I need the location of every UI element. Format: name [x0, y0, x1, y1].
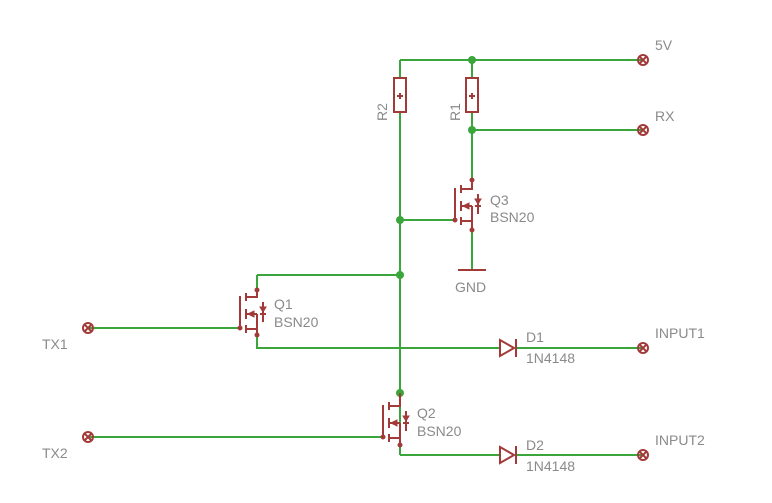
pin-dot [254, 287, 260, 293]
resistor-plus-icon [469, 93, 475, 99]
pad-cross-icon [83, 432, 93, 442]
pad-cross-icon [83, 323, 93, 333]
diode-d2[interactable]: D2 1N4148 [499, 437, 575, 474]
pad-cross-icon [638, 55, 648, 65]
diode-d2-triangle-icon [499, 445, 517, 465]
mosfet-q1[interactable]: Q1 BSN20 [237, 287, 319, 338]
mosfet-diode-triangle-icon [474, 198, 482, 205]
mosfet-arrow-icon [461, 202, 470, 210]
junction-dot [468, 56, 476, 64]
resistor-r2-label: R2 [374, 103, 390, 121]
ground-label: GND [455, 279, 486, 295]
pad-icon [637, 449, 649, 461]
connector-input1[interactable]: INPUT1 [637, 325, 705, 354]
mosfet-arrow-icon [389, 419, 398, 427]
connector-5v-label: 5V [655, 37, 673, 53]
junction-dot [468, 126, 476, 134]
connector-5v[interactable]: 5V [637, 37, 673, 66]
pad-icon [637, 54, 649, 66]
connector-rx-label: RX [655, 108, 675, 124]
mosfet-diode-triangle-icon [259, 306, 267, 313]
mosfet-q1-value: BSN20 [274, 314, 319, 330]
pad-icon [637, 124, 649, 136]
mosfet-diode-triangle-icon [402, 415, 410, 422]
mosfet-q3[interactable]: Q3 BSN20 [452, 177, 535, 233]
connector-rx[interactable]: RX [637, 108, 675, 136]
resistor-plus-icon [397, 93, 403, 99]
wires [88, 59, 643, 456]
resistor-r2-body [393, 77, 407, 113]
mosfet-q2-name: Q2 [417, 405, 436, 421]
pad-cross-icon [638, 125, 648, 135]
pin-dot [254, 332, 260, 338]
mosfet-q1-name: Q1 [274, 296, 293, 312]
resistor-r1-body [465, 77, 479, 113]
pad-cross-icon [638, 343, 648, 353]
diode-d1[interactable]: D1 1N4148 [499, 329, 575, 366]
pin-dot [469, 227, 475, 233]
diode-d1-triangle-icon [499, 338, 517, 358]
ground-symbol: GND [455, 269, 486, 295]
wire-q1-source [256, 335, 500, 349]
pin-dot [380, 434, 386, 440]
connector-input1-label: INPUT1 [655, 325, 705, 341]
resistor-r1-label: R1 [447, 103, 463, 121]
pad-icon [637, 342, 649, 354]
connector-input2[interactable]: INPUT2 [637, 432, 705, 461]
resistor-r1[interactable]: R1 [447, 77, 479, 121]
diode-d1-value: 1N4148 [526, 350, 575, 366]
pin-dot [397, 442, 403, 448]
junction-dot [396, 271, 404, 279]
mosfet-q3-name: Q3 [490, 192, 509, 208]
junctions [396, 56, 476, 397]
diode-d2-value: 1N4148 [526, 458, 575, 474]
mosfet-q2-leads [389, 393, 401, 445]
mosfet-q2[interactable]: Q2 BSN20 [380, 393, 462, 448]
pad-cross-icon [638, 450, 648, 460]
connector-tx2[interactable]: TX2 [42, 431, 94, 461]
diode-d2-name: D2 [526, 437, 544, 453]
mosfet-q2-value: BSN20 [417, 423, 462, 439]
connector-tx1[interactable]: TX1 [42, 322, 94, 352]
mosfet-arrow-icon [246, 310, 255, 318]
resistor-r2[interactable]: R2 [374, 77, 407, 121]
pin-dot [237, 325, 243, 331]
diode-d1-name: D1 [526, 329, 544, 345]
pad-icon [82, 322, 94, 334]
connector-tx1-label: TX1 [42, 336, 68, 352]
pad-icon [82, 431, 94, 443]
pin-dot [469, 177, 475, 183]
connector-tx2-label: TX2 [42, 445, 68, 461]
junction-dot [396, 216, 404, 224]
mosfet-q3-value: BSN20 [490, 209, 535, 225]
connector-input2-label: INPUT2 [655, 432, 705, 448]
pin-dot [452, 217, 458, 223]
